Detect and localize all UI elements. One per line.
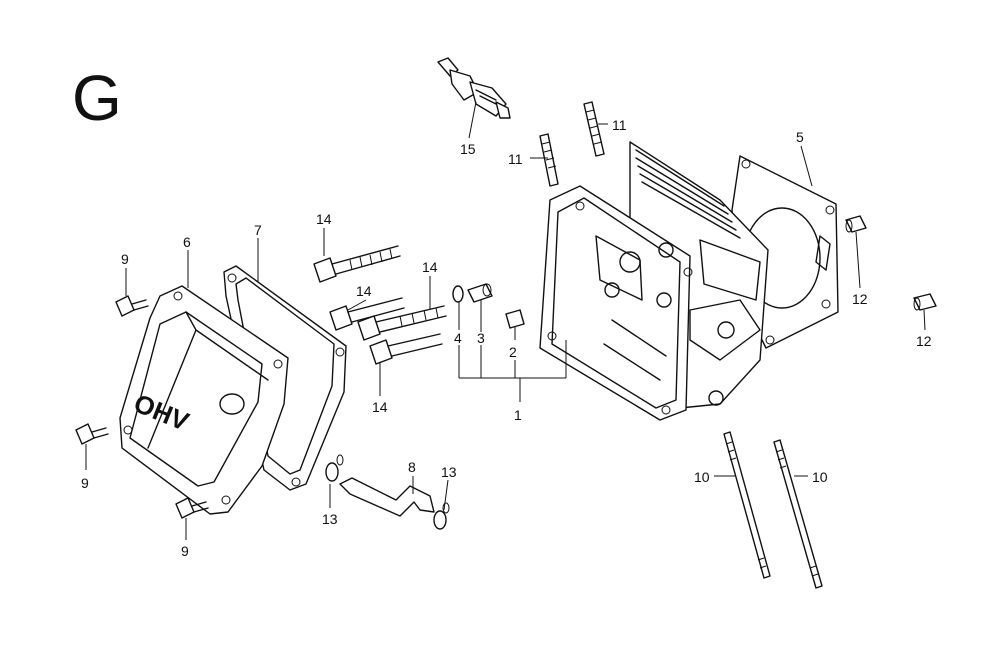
callout-12-b: 12 bbox=[916, 333, 932, 349]
spark-plug bbox=[437, 57, 511, 119]
head-bolt-a bbox=[313, 245, 401, 283]
callout-2: 2 bbox=[509, 344, 517, 360]
callout-14-mid: 14 bbox=[356, 283, 372, 299]
cover-bolt-a bbox=[115, 295, 149, 317]
callout-11-right: 11 bbox=[612, 117, 627, 133]
callout-1: 1 bbox=[514, 407, 522, 423]
callout-13-left: 13 bbox=[322, 511, 338, 527]
clip-4 bbox=[452, 285, 464, 303]
callout-5: 5 bbox=[796, 129, 804, 145]
callout-9-top: 9 bbox=[121, 251, 129, 267]
tube-clip-a bbox=[325, 454, 344, 482]
long-stud-a bbox=[723, 431, 771, 579]
callout-3: 3 bbox=[477, 330, 485, 346]
callout-10-right: 10 bbox=[812, 469, 828, 485]
callout-9-bottom: 9 bbox=[181, 543, 189, 559]
dowel-pin-a bbox=[845, 215, 867, 233]
callout-11-left: 11 bbox=[508, 151, 523, 167]
callout-12-a: 12 bbox=[852, 291, 868, 307]
callout-6: 6 bbox=[183, 234, 191, 250]
head-bolt-c bbox=[357, 305, 447, 341]
cover-bolt-c bbox=[175, 497, 209, 519]
callout-13-right: 13 bbox=[441, 464, 457, 480]
head-bolt-d bbox=[369, 333, 443, 365]
leader-lines bbox=[85, 101, 926, 540]
stud-short bbox=[583, 101, 605, 157]
valve-guide-2 bbox=[505, 309, 525, 329]
callout-14-right: 14 bbox=[422, 259, 438, 275]
callout-14-top: 14 bbox=[316, 211, 332, 227]
tube-clip-b bbox=[433, 502, 450, 530]
stud-short-2 bbox=[539, 133, 559, 187]
callout-7: 7 bbox=[254, 222, 262, 238]
cover-bolt-b bbox=[75, 423, 109, 445]
long-stud-b bbox=[773, 439, 823, 589]
section-letter: G bbox=[72, 62, 122, 134]
breather-tube bbox=[339, 477, 435, 517]
callout-9-left: 9 bbox=[81, 475, 89, 491]
callout-10-left: 10 bbox=[694, 469, 710, 485]
callout-labels: 1 2 3 4 5 6 7 8 9 9 9 10 10 11 11 12 12 … bbox=[81, 117, 932, 559]
head-cover: OHV bbox=[119, 285, 289, 515]
cylinder-head bbox=[539, 141, 769, 421]
head-bolt-b bbox=[329, 297, 405, 331]
dowel-pin-b bbox=[913, 293, 937, 311]
callout-14-bottom: 14 bbox=[372, 399, 388, 415]
valve-guide-3 bbox=[467, 283, 493, 303]
callout-8: 8 bbox=[408, 459, 416, 475]
callout-4: 4 bbox=[454, 330, 462, 346]
callout-15: 15 bbox=[460, 141, 476, 157]
